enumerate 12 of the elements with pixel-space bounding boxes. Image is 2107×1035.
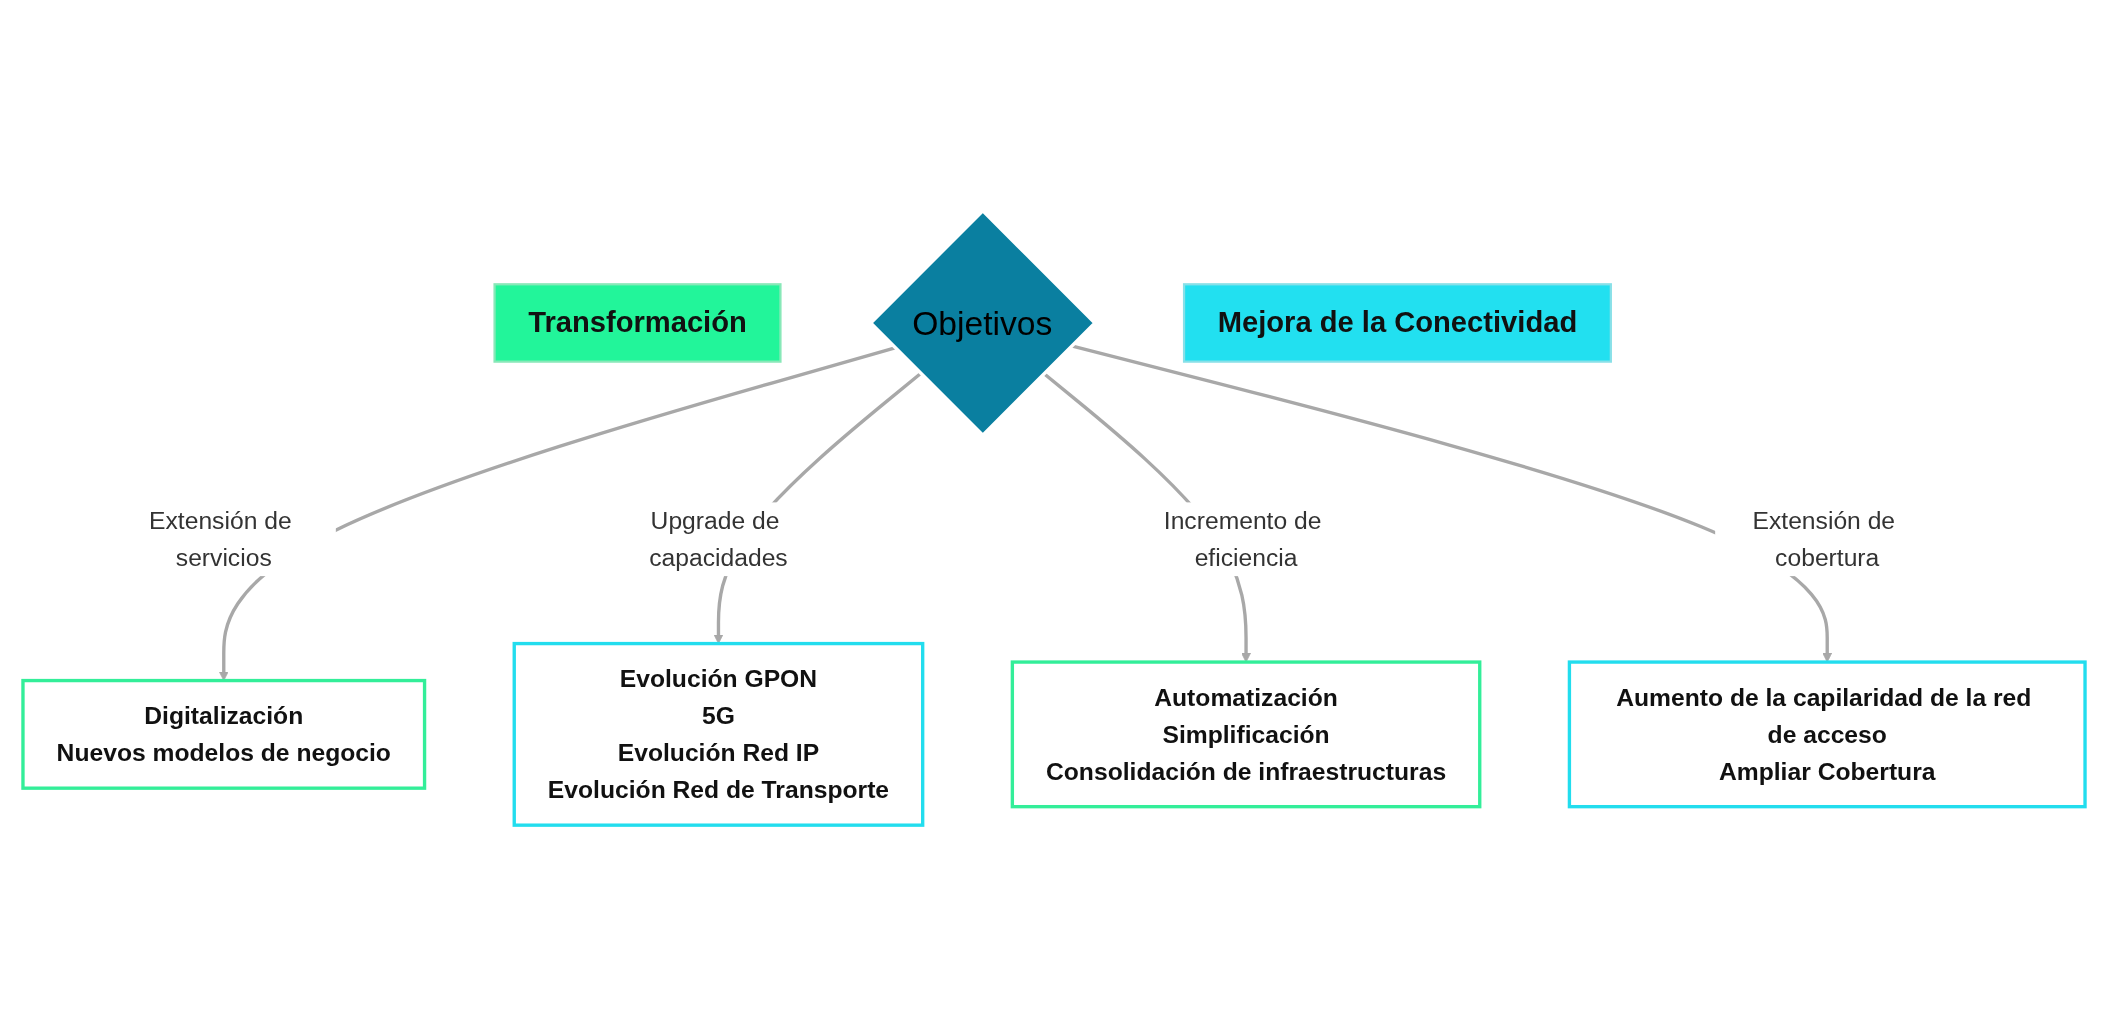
edge-label: Incremento de eficiencia (1163, 506, 1321, 572)
node-box: Aumento de la capilaridad de la red de acceso Ampliar Cobertura (1567, 659, 2087, 808)
node-box: Mejora de la Conectividad (1182, 282, 1612, 363)
node-box: Digitalización Nuevos modelos de negocio (20, 678, 426, 790)
edge-label: Upgrade de capacidades (648, 506, 788, 572)
arrow (1070, 343, 1832, 662)
node-box: Transformación (492, 282, 782, 363)
node-box: Evolución GPON 5G Evolución Red IP Evolución Red de Transporte (512, 641, 924, 827)
edge-label: Extensión de servicios (148, 506, 292, 572)
node-box: Automatización Simplificación Consolidación de infraestructuras (1010, 659, 1481, 808)
arrow (218, 345, 895, 681)
edge-label: Extensión de cobertura (1752, 506, 1895, 572)
